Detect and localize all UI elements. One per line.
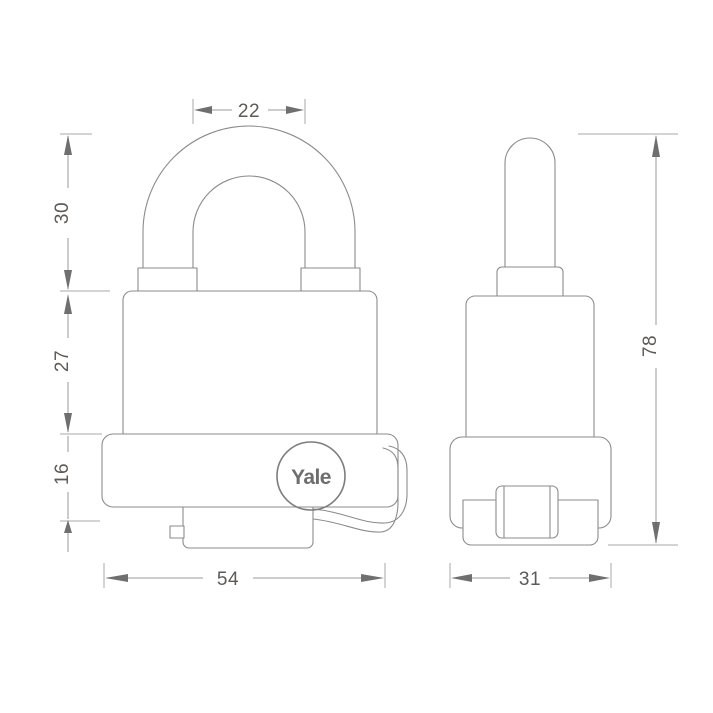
dim-label-31: 31	[519, 569, 541, 590]
arrow-54-left	[105, 574, 128, 582]
keyway-shutter-side	[495, 485, 559, 539]
dim-label-22: 22	[238, 101, 260, 122]
dimension-78: 78	[578, 133, 678, 546]
lock-body-side	[465, 295, 595, 449]
side-view-group	[449, 137, 612, 546]
shutter-hinge-strap-outer	[312, 469, 408, 524]
dimension-27: 27	[52, 294, 102, 435]
arrow-30-bottom	[64, 270, 72, 290]
dimension-22: 22	[192, 99, 306, 124]
shackle-side	[504, 137, 556, 271]
dimension-31: 31	[449, 563, 612, 590]
arrow-27-top	[64, 294, 72, 314]
shutter-tab	[169, 525, 185, 539]
arrow-54-right	[361, 574, 384, 582]
arrow-31-left	[451, 574, 472, 582]
shackle-outline	[142, 125, 356, 286]
lock-body-front	[122, 290, 378, 442]
dim-label-54: 54	[217, 569, 239, 590]
arrow-78-bottom	[652, 522, 660, 544]
shutter-hinge-strap-inner	[312, 467, 399, 533]
arrow-30-top	[64, 135, 72, 155]
arrow-22-right	[286, 106, 304, 114]
arrow-27-bottom	[64, 413, 72, 433]
shackle-shoulder-left	[137, 267, 198, 294]
dimension-16: 16	[52, 436, 100, 552]
yale-logo-text: Yale	[291, 466, 331, 489]
shackle-collar-side	[496, 266, 564, 301]
shackle-shoulder-right	[300, 267, 361, 294]
arrow-31-right	[589, 574, 610, 582]
weather-cover-front	[101, 433, 399, 508]
keyway-shutter	[182, 506, 314, 549]
dimension-30: 30	[52, 133, 110, 292]
shutter-hinge-strap-edge	[382, 447, 399, 469]
dim-label-27: 27	[52, 350, 73, 372]
dimension-54: 54	[103, 563, 386, 590]
yale-logo-circle	[276, 441, 346, 511]
arrow-22-left	[194, 106, 212, 114]
front-view-group: Yale	[101, 125, 408, 549]
arrow-78-top	[652, 135, 660, 157]
shutter-hinge-strap-edge2	[388, 445, 408, 471]
arrow-16-bottom	[64, 520, 72, 533]
dim-label-30: 30	[52, 202, 73, 224]
dim-label-78: 78	[640, 335, 661, 357]
dim-label-16: 16	[52, 463, 73, 485]
